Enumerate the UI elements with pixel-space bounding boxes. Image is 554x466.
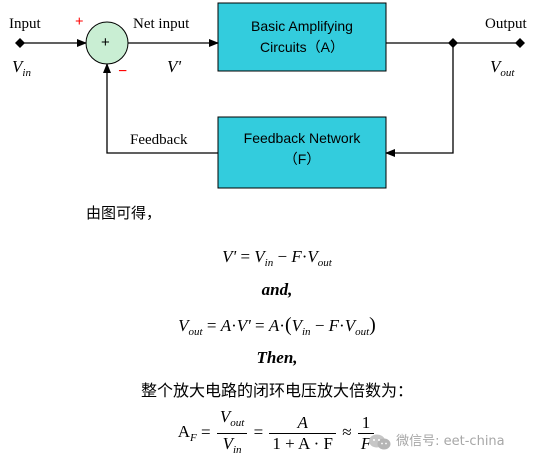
eq3-den2: 1 + A · F [272, 434, 334, 453]
eq1-equals: = [240, 247, 251, 266]
input-terminal [15, 38, 25, 48]
then-word: Then, [256, 348, 298, 367]
watermark-text: 微信号: eet-china [396, 434, 505, 449]
feedback-network-label-line2: （F） [283, 151, 321, 167]
closed-loop-gain-label: 整个放大电路的闭环电压放大倍数为： [140, 381, 413, 400]
eq2-equals-2: = [255, 316, 265, 335]
output-symbol: Vout [490, 57, 515, 79]
input-label: Input [9, 16, 41, 32]
eq3-lhs: AF [177, 422, 197, 445]
summer-sign: + [101, 34, 110, 51]
eq3-approx: ≈ [342, 422, 352, 442]
watermark: 微信号: eet-china [368, 430, 505, 451]
output-label: Output [485, 16, 527, 32]
feedback-network-block [217, 116, 387, 189]
feedback-pickoff-wire [385, 43, 454, 157]
plus-sign: + [75, 14, 84, 30]
block-diagram [15, 2, 525, 189]
and-word: and, [261, 280, 293, 299]
eq3-num1: Vout [216, 407, 248, 434]
eq3-fraction-2: A 1 + A · F [269, 413, 337, 454]
eq2-dot-3: · [339, 316, 345, 335]
eq2-dot-2: · [279, 316, 285, 335]
eq1-dot: · [301, 247, 308, 266]
eq2-lparen: ( [284, 314, 292, 336]
eq2-vout: Vout [344, 316, 370, 338]
eq3-num3: 1 [357, 413, 375, 434]
eq1-vin: Vin [254, 247, 274, 269]
output-terminal [515, 38, 525, 48]
eq3-fraction-3: 1 F [357, 413, 375, 454]
eq3-num2: A [269, 413, 337, 434]
eq1-lhs: V' [222, 247, 237, 266]
basic-amplifier-block [217, 2, 387, 72]
eq2-vin: Vin [291, 316, 311, 338]
eq1-vout: Vout [307, 247, 332, 269]
minus-sign: − [118, 63, 128, 80]
eq2-a2: A [268, 316, 280, 335]
eq2-lhs: Vout [178, 316, 203, 338]
input-symbol: Vin [12, 57, 31, 79]
eq2-f: F [328, 316, 340, 335]
amplifier-label: Basic Amplifying Circuits（A） [218, 16, 386, 58]
eq3-den1: Vin [222, 434, 242, 456]
eq3-equals-2: = [253, 422, 264, 442]
amplifier-label-line2: Circuits（A） [259, 39, 344, 55]
net-input-label: Net input [133, 16, 190, 32]
eq1-f: F [291, 247, 302, 266]
eq1-minus: − [277, 247, 288, 266]
amplifier-label-line1: Basic Amplifying [251, 18, 353, 34]
wechat-icon [369, 434, 391, 449]
feedback-network-label: Feedback Network （F） [218, 128, 386, 170]
eq3-equals-1: = [201, 422, 211, 442]
derivation-intro: 由图可得， [86, 204, 162, 222]
eq2-dot-1: · [231, 316, 237, 335]
eq2-rparen: ) [369, 314, 376, 336]
equation-3: AF = Vout Vin = A 1 + A · F ≈ 1 F [0, 407, 554, 460]
eq2-minus: − [314, 316, 325, 335]
eq2-a: A [220, 316, 232, 335]
equation-1: V' = Vin − F·Vout [0, 247, 554, 269]
equation-2: Vout = A·V' = A·(Vin − F·Vout) [0, 314, 554, 338]
eq2-equals-1: = [206, 316, 217, 335]
eq2-vprime: V' [236, 316, 251, 335]
feedback-label: Feedback [130, 132, 188, 148]
feedback-return-wire [103, 63, 218, 154]
eq3-den3: F [360, 434, 372, 453]
eq3-fraction-1: Vout Vin [216, 407, 248, 460]
feedback-network-label-line1: Feedback Network [243, 130, 361, 146]
net-input-symbol: V' [167, 57, 182, 76]
